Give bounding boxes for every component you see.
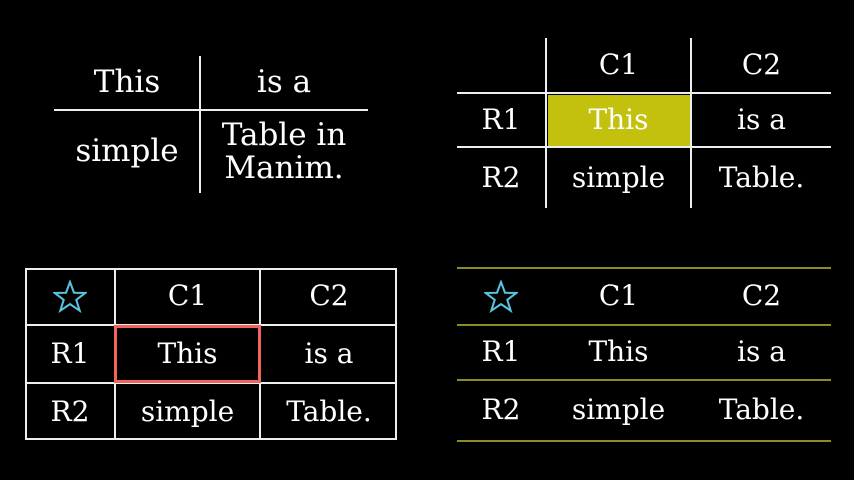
plain-table: This is a simple Table in Manim. (0, 0, 427, 240)
highlight-fill-yellow (548, 95, 690, 147)
star-icon (53, 279, 87, 313)
lines-table-cell-r2-c2: Table. (718, 393, 805, 427)
star-icon (484, 279, 518, 313)
grid-table-hline-2 (25, 382, 397, 384)
lines-table-cell-r1-c2: is a (737, 335, 786, 369)
lines-table-cell-r2-c1: simple (571, 393, 666, 427)
grid-table-col-label-c1: C1 (167, 279, 208, 313)
highlight-table-row-label-r2: R2 (481, 160, 521, 194)
grid-table-corner-star (26, 269, 114, 324)
lines-table-col-label-c1: C1 (598, 279, 639, 313)
highlight-table-cell-r2-c1: simple (571, 160, 666, 194)
plain-table-cell-r0-c1: is a (256, 64, 312, 101)
grid-table-row-label-r2: R2 (50, 394, 90, 428)
grid-table-outer-border (25, 268, 397, 440)
lines-table-corner-star (457, 269, 545, 324)
lines-table-row-label-r2: R2 (481, 393, 521, 427)
grid-table-cell-r1-c2: is a (304, 336, 354, 370)
lines-table-hline-1 (457, 267, 831, 269)
highlight-table-corner (457, 39, 545, 92)
highlight-table-vline-2 (690, 38, 692, 208)
grid-table-cell-r2-c2: Table. (286, 394, 372, 428)
lines-table-col-label-c2: C2 (741, 279, 782, 313)
lines-table-row-label-r1: R1 (481, 335, 521, 369)
grid-table-cell-r2-c1: simple (140, 394, 235, 428)
highlight-table-hline-1 (457, 92, 831, 94)
plain-table-cell-r1-c0: simple (75, 133, 179, 170)
plain-table-horizontal-line (54, 109, 368, 111)
plain-table-vertical-line (199, 56, 201, 193)
highlight-outline-red (114, 325, 261, 383)
lines-table-cell-r1-c1: This (588, 335, 649, 369)
highlight-table-hline-2 (457, 146, 831, 148)
grid-table-row-label-r1: R1 (50, 336, 90, 370)
plain-table-cell-r1-c1: Table in Manim. (221, 116, 347, 186)
lines-table-hline-2 (457, 324, 831, 326)
horizontal-lines-table: C1 C2 R1 This is a R2 simple Table. (0, 240, 854, 480)
highlight-table-cell-r2-c2: Table. (718, 160, 805, 194)
highlight-table-col-label-c2: C2 (741, 48, 782, 82)
grid-table-cell-r1-c1: This (157, 336, 218, 370)
lines-table-hline-3 (457, 379, 831, 381)
highlighted-cell-table: C1 C2 R1 This is a R2 simple Table. (457, 38, 831, 208)
highlight-table-col-label-c1: C1 (598, 48, 639, 82)
grid-table-col-label-c2: C2 (309, 279, 349, 313)
highlight-table-cell-r1-c1: This (588, 103, 649, 137)
highlight-table-vline-1 (545, 38, 547, 208)
highlight-table-cell-r1-c2: is a (737, 103, 786, 137)
lines-table-hline-4 (457, 440, 831, 442)
plain-table-cell-r0-c0: This (93, 64, 161, 101)
highlight-table-row-label-r1: R1 (481, 103, 521, 137)
